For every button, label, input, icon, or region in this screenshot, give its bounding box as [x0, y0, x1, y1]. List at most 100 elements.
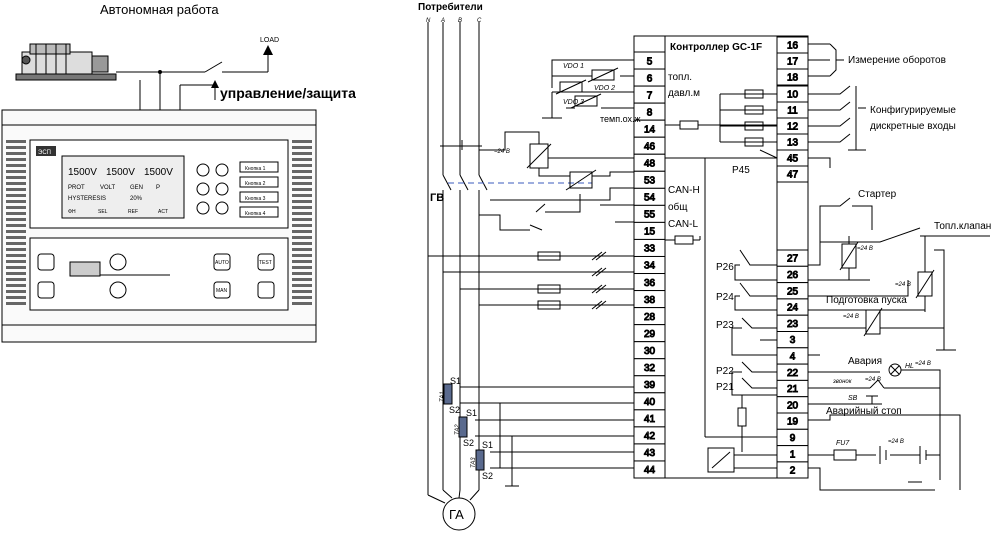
vent-slot [292, 296, 312, 299]
wiring-schematic: 5678144648535455153334363828293032394041… [427, 22, 990, 531]
side-button-2[interactable] [239, 176, 279, 188]
gv-label: ГВ [430, 192, 444, 204]
fuel-valve-label: Топл.клапан [934, 221, 991, 232]
reset-button[interactable] [37, 281, 55, 299]
auto-button-label: AUTO [215, 260, 229, 266]
lcd-row2-4: P [156, 185, 160, 191]
sensor-vdo3 [555, 79, 587, 95]
speed-label: Измерение оборотов [848, 54, 946, 66]
nav-enter-button[interactable] [215, 182, 229, 196]
generator-breaker-button[interactable] [109, 253, 127, 271]
phase-b-label: B [458, 18, 462, 24]
s1-label-1: S1 [450, 376, 461, 386]
vent-slot [6, 200, 26, 203]
load-label: LOAD [260, 37, 279, 44]
lcd-row2-2: VOLT [100, 185, 116, 191]
terminal-left-label: 36 [644, 278, 656, 289]
brand-logo [36, 146, 56, 156]
ta1-label: TA1 [440, 391, 446, 402]
genset-mimic-icon [69, 261, 101, 277]
left-panel: Автономная работа LOAD управление/защита [1, 2, 356, 343]
fuse-fu7 [833, 449, 857, 461]
consumers-label: Потребители [418, 1, 483, 13]
test-button[interactable] [257, 253, 275, 271]
prestart-label: Подготовка пуска [826, 295, 907, 306]
label-t7: давл.м [668, 88, 700, 99]
v24-label-battery: =24 B [888, 439, 904, 445]
terminal-right-label: 10 [787, 90, 799, 101]
vent-slot [6, 296, 26, 299]
vent-slot [292, 212, 312, 215]
terminal-right-2 [776, 461, 809, 479]
v24-label-fuel: =24 B [895, 282, 911, 288]
genset-icon [15, 43, 117, 81]
vent-slot [292, 164, 312, 167]
bell-label: звонок [832, 379, 853, 385]
relay-p23-label: P23 [716, 320, 734, 331]
vent-slot [292, 170, 312, 173]
current-transformer-ta2 [458, 416, 468, 438]
v24-label-starter: =24 B [857, 246, 873, 252]
lcd-row3-1: HYSTERESIS [68, 196, 106, 202]
vent-slot [292, 224, 312, 227]
nav-button-1[interactable] [196, 163, 210, 177]
auto-button[interactable] [213, 253, 231, 271]
lcd-row4-2: SEL [98, 209, 108, 215]
vent-slot [292, 188, 312, 191]
side-button-1-label: Кнопка 1 [245, 166, 266, 172]
terminal-left-label: 38 [644, 295, 656, 306]
vent-slot [292, 302, 312, 305]
vent-slot [292, 290, 312, 293]
terminal-left-label: 6 [647, 73, 653, 84]
vent-slot [292, 272, 312, 275]
vent-slot [6, 254, 26, 257]
nav-esc-button[interactable] [215, 201, 229, 215]
schematic-labels: Потребители N A B C ГВ ГА Контроллер GC-… [418, 1, 991, 522]
side-button-4[interactable] [239, 206, 279, 218]
ta2-label: TA2 [455, 424, 461, 435]
label-t6: топл. [668, 72, 692, 83]
terminal-left-label: 15 [644, 227, 656, 238]
test-button-label: TEST [259, 260, 272, 266]
vent-slot [292, 284, 312, 287]
side-button-3-label: Кнопка 3 [245, 196, 266, 202]
vent-slot [292, 176, 312, 179]
nav-down-button[interactable] [196, 201, 210, 215]
v24-label-relay: =24 B [494, 149, 510, 155]
vent-slot [292, 242, 312, 245]
side-button-3[interactable] [239, 191, 279, 203]
terminal-left-label: 41 [644, 414, 656, 425]
terminal-right-label: 24 [787, 303, 799, 314]
vent-slot [292, 218, 312, 221]
nav-up-button[interactable] [196, 182, 210, 196]
vent-slot [292, 230, 312, 233]
controller-front-panel: ЭСП 1500V 1500V 1500V PROT VOLT GEN P HY… [1, 109, 317, 343]
s1-label-3: S1 [482, 440, 493, 450]
vent-slot [6, 266, 26, 269]
left-title: Автономная работа [100, 2, 219, 17]
side-button-1[interactable] [239, 161, 279, 173]
vent-slot [292, 260, 312, 263]
terminal-right-label: 1 [790, 449, 796, 460]
terminal-right-label: 21 [787, 384, 799, 395]
lamp-test-button[interactable] [257, 281, 275, 299]
starter-label: Стартер [858, 189, 897, 200]
man-button[interactable] [213, 281, 231, 299]
terminal-right-label: 18 [787, 73, 799, 84]
vent-slot [6, 242, 26, 245]
terminal-right-label: 12 [787, 122, 799, 133]
terminal-right-label: 13 [787, 138, 799, 149]
sb-label: SB [848, 395, 858, 402]
terminal-right-label: 17 [787, 57, 799, 68]
stop-button[interactable] [37, 253, 55, 271]
terminal-right-47 [776, 165, 809, 183]
vent-slot [292, 182, 312, 185]
vent-slot [6, 260, 26, 263]
terminal-left-label: 30 [644, 346, 656, 357]
mains-breaker-button[interactable] [109, 281, 127, 299]
nav-button-2[interactable] [215, 163, 229, 177]
relay-p21-label: P21 [716, 382, 734, 393]
vent-slot [6, 170, 26, 173]
terminal-left-label: 8 [647, 107, 653, 118]
